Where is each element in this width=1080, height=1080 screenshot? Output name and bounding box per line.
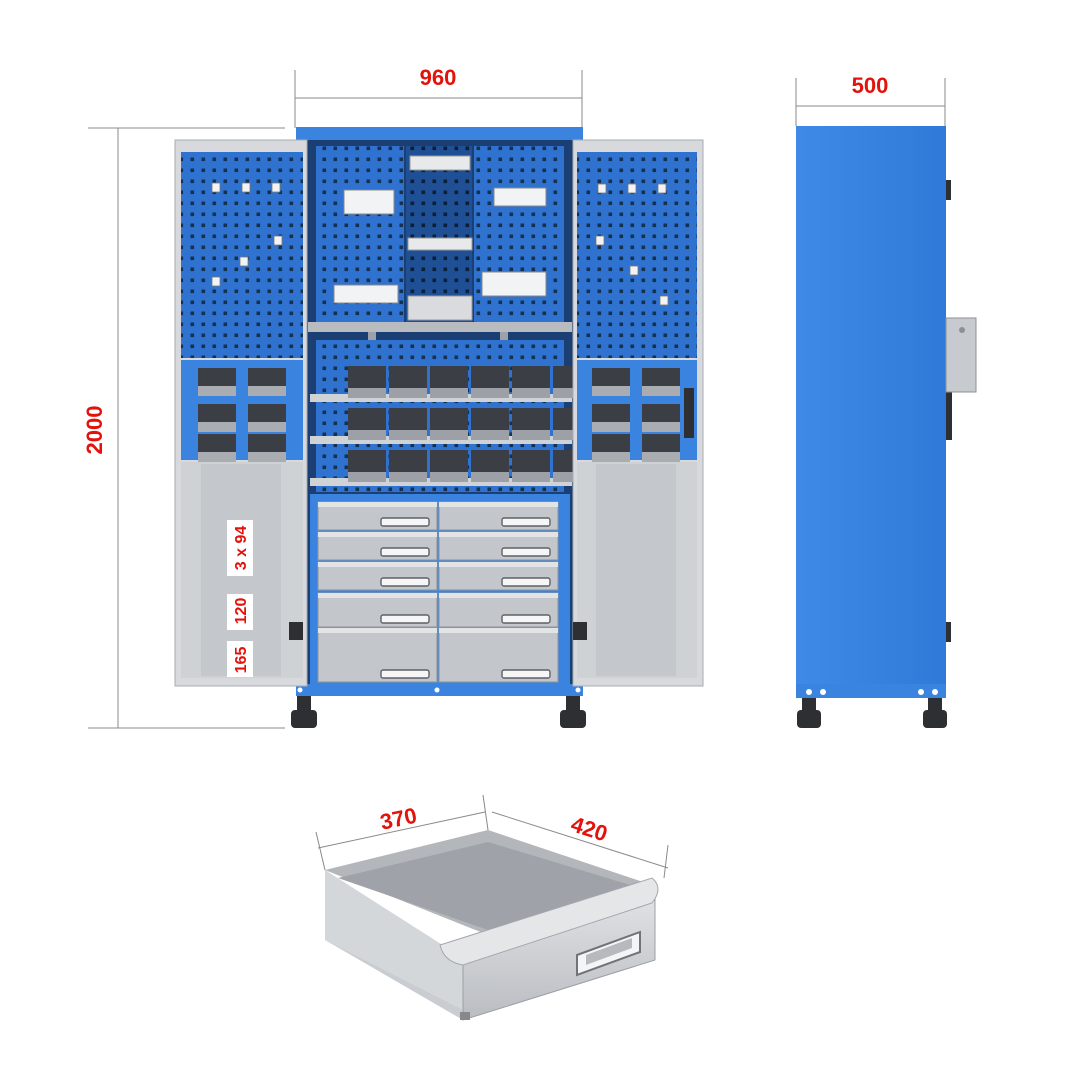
- bin-lip: [430, 430, 468, 440]
- bin-lip: [512, 472, 550, 482]
- door-bin-lip: [198, 422, 236, 432]
- drawer-row-b-label: 120: [233, 598, 250, 625]
- door-bin-lip: [248, 386, 286, 396]
- drawer-handle: [380, 577, 430, 587]
- bin-lip: [553, 430, 591, 440]
- height-label: 2000: [82, 406, 107, 455]
- bin-lip: [471, 472, 509, 482]
- depth-label: 500: [852, 73, 889, 98]
- bin-lip: [471, 388, 509, 398]
- bin-lip: [430, 472, 468, 482]
- drawer-lip: [318, 628, 437, 633]
- drawer-width-label: 370: [378, 803, 419, 835]
- cabinet-side-view: [796, 126, 977, 728]
- bin-lip: [430, 388, 468, 398]
- drawer-lip: [318, 532, 437, 537]
- drawer-handle: [380, 614, 430, 624]
- bin-lip: [348, 472, 386, 482]
- door-bin-lip: [592, 386, 630, 396]
- door-bin-lip: [642, 386, 680, 396]
- door-bin-lip: [642, 422, 680, 432]
- drawer-lip: [318, 502, 437, 507]
- bin-lip: [512, 430, 550, 440]
- door-bin-lip: [592, 422, 630, 432]
- drawer-lip: [439, 532, 558, 537]
- drawer-handle: [501, 577, 551, 587]
- drawer-detail-view: [325, 830, 659, 1021]
- bin-lip: [553, 472, 591, 482]
- drawer-lip: [439, 562, 558, 567]
- right-door: [572, 139, 704, 687]
- bin-lip: [389, 472, 427, 482]
- drawer-handle: [501, 517, 551, 527]
- bin-lip: [471, 430, 509, 440]
- bin-lip: [512, 388, 550, 398]
- cabinet-front-view: [174, 127, 704, 728]
- bin-lip: [348, 430, 386, 440]
- bin-lip: [553, 388, 591, 398]
- drawer-lip: [439, 628, 558, 633]
- door-bin-lip: [248, 422, 286, 432]
- drawer-lip: [318, 562, 437, 567]
- door-bin-lip: [198, 386, 236, 396]
- dimension-labels: 960 500 2000 3 x 94 120 165 370 420: [82, 65, 888, 846]
- drawer-row-a-label: 3 x 94: [233, 526, 250, 571]
- bin-lip: [389, 430, 427, 440]
- drawer-handle: [501, 669, 551, 679]
- drawer-handle: [380, 547, 430, 557]
- drawer-lip: [439, 502, 558, 507]
- bin-lip: [389, 388, 427, 398]
- door-bin-lip: [198, 452, 236, 462]
- door-bin-lip: [592, 452, 630, 462]
- drawer-lip: [439, 593, 558, 598]
- drawer-stack: [317, 501, 559, 683]
- drawer-lip: [318, 593, 437, 598]
- bin-lip: [348, 388, 386, 398]
- drawer-row-c-label: 165: [233, 647, 250, 674]
- width-label: 960: [420, 65, 457, 90]
- drawer-handle: [380, 517, 430, 527]
- drawer-handle: [501, 614, 551, 624]
- door-bin-lip: [642, 452, 680, 462]
- drawer-handle: [501, 547, 551, 557]
- door-bin-lip: [248, 452, 286, 462]
- drawer-handle: [380, 669, 430, 679]
- drawer-depth-label: 420: [568, 811, 611, 846]
- bin-grid: [310, 366, 591, 486]
